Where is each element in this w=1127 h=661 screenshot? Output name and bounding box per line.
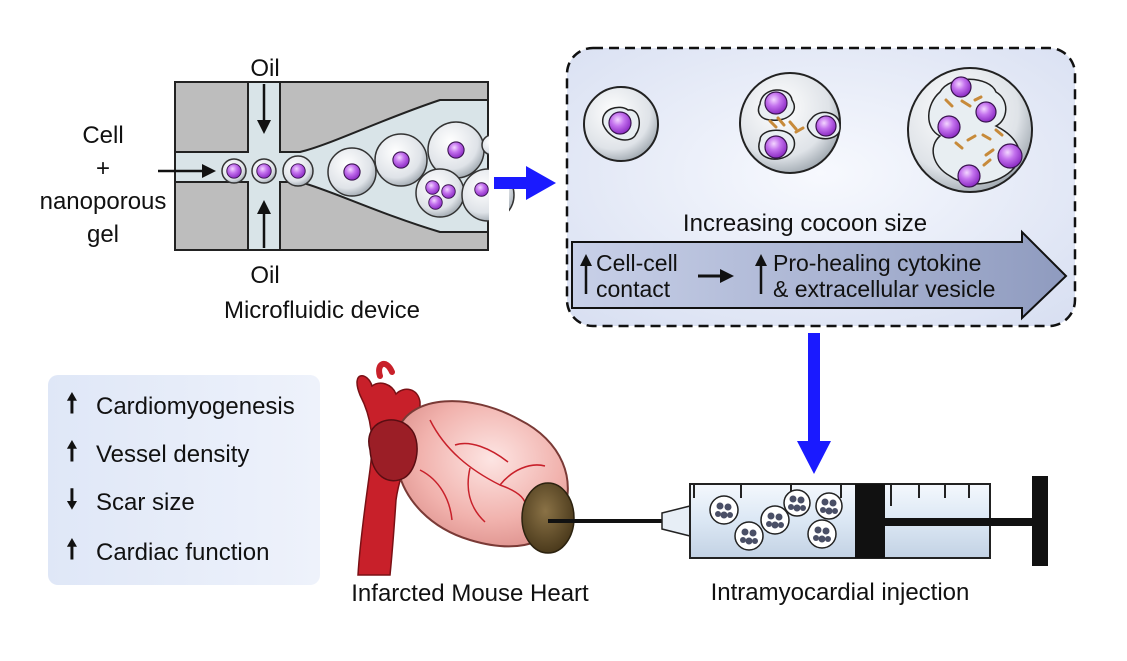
channel-droplets (221, 155, 314, 187)
outcome-cardiomyogenesis: 🠕 Cardiomyogenesis (60, 387, 295, 427)
input-label-line3: nanoporous (40, 188, 167, 215)
syringe: Intramyocardial injection (548, 476, 1048, 606)
cell-contact-up-arrow (580, 254, 592, 294)
outcome-cardiac-function: 🠕 Cardiac function (60, 533, 269, 573)
microfluidic-device: Oil Oil Cell + nanoporous gel Microfluid… (40, 55, 515, 324)
input-arrow-head (202, 164, 216, 178)
oil-arrow-down-head (257, 120, 271, 134)
down-arrow-icon: 🠗 (66, 484, 78, 514)
syringe-caption: Intramyocardial injection (711, 579, 970, 606)
infarct-scar (521, 482, 575, 554)
outcome-scar-size: 🠗 Scar size (60, 483, 195, 523)
plunger-thumb (1032, 476, 1048, 566)
outcome-label: Cardiac function (96, 539, 270, 566)
plunger-rod (885, 518, 1035, 526)
input-label-line2: + (96, 155, 110, 182)
mouse-heart: Infarcted Mouse Heart (351, 360, 589, 607)
oil-bottom-label: Oil (250, 262, 279, 289)
mechanism-left-line2: contact (596, 276, 671, 302)
cocoon-small (583, 86, 659, 162)
atrium (368, 419, 418, 482)
oil-top-label: Oil (250, 55, 279, 82)
cocoon-size-caption: Increasing cocoon size (683, 210, 927, 237)
outcome-vessel-density: 🠕 Vessel density (60, 435, 249, 475)
syringe-hub (661, 505, 691, 537)
flow-arrow-right (494, 166, 556, 200)
oil-arrow-up-head (257, 200, 271, 214)
cocoon-large (907, 67, 1033, 193)
up-arrow-icon: 🠕 (66, 534, 78, 564)
syringe-cocoons (709, 489, 843, 551)
cocoon-panel: Increasing cocoon size Cell-cell contact… (565, 46, 1077, 328)
up-arrow-icon: 🠕 (66, 388, 78, 418)
outcome-label: Vessel density (96, 441, 250, 468)
outcome-label: Scar size (96, 489, 195, 516)
mechanism-right-line2: & extracellular vesicle (773, 276, 995, 302)
mechanism-left-line1: Cell-cell (596, 250, 678, 276)
plunger-stopper (855, 484, 885, 558)
cocoon-medium (739, 72, 841, 174)
input-label-line4: gel (87, 221, 119, 248)
device-caption: Microfluidic device (224, 297, 420, 324)
flow-arrow-down (797, 333, 831, 474)
mechanism-arrow (571, 229, 1068, 321)
mechanism-right-line1: Pro-healing cytokine (773, 250, 981, 276)
cytokine-up-arrow (755, 254, 767, 294)
expansion-droplets (327, 121, 515, 222)
outcome-label: Cardiomyogenesis (96, 393, 295, 420)
up-arrow-icon: 🠕 (66, 436, 78, 466)
outcomes-panel: 🠕 Cardiomyogenesis 🠕 Vessel density 🠗 Sc… (48, 375, 320, 585)
heart-caption: Infarcted Mouse Heart (351, 580, 589, 607)
mechanism-arrow-inner (698, 269, 734, 283)
input-label-line1: Cell (82, 122, 123, 149)
